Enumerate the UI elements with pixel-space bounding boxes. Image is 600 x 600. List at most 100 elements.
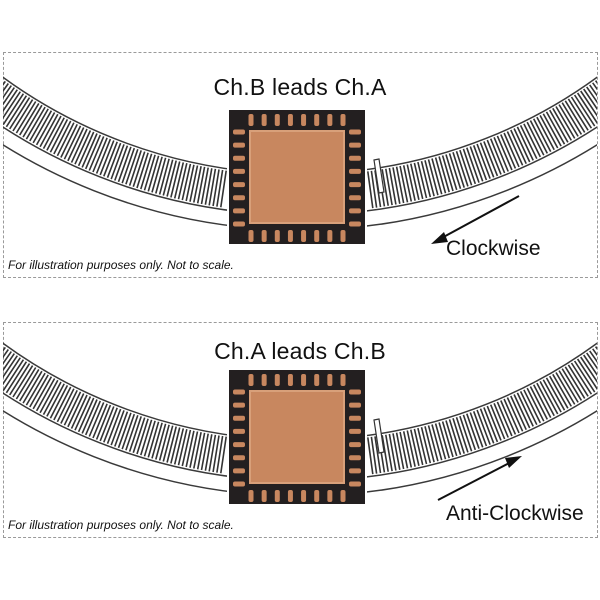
scale-stripe bbox=[506, 397, 524, 432]
scale-stripe bbox=[166, 160, 177, 197]
scale-stripe bbox=[586, 352, 597, 370]
scale-stripe bbox=[220, 436, 227, 474]
chip-pad bbox=[274, 114, 280, 126]
scale-stripe bbox=[561, 102, 583, 135]
scale-stripe bbox=[434, 423, 447, 460]
scale-stripe bbox=[592, 348, 597, 357]
scale-stripe bbox=[60, 123, 78, 158]
direction-arrow bbox=[437, 456, 522, 501]
scale-stripe bbox=[516, 126, 534, 161]
scale-stripes bbox=[3, 345, 597, 475]
chip-pad bbox=[314, 230, 320, 242]
scale-stripe bbox=[151, 156, 163, 193]
scale-stripe bbox=[196, 432, 206, 470]
panel-anticlockwise: Ch.A leads Ch.B Anti-Clockwise For illus… bbox=[0, 300, 600, 600]
panel-frame bbox=[3, 52, 598, 278]
scale-stripe bbox=[3, 85, 12, 99]
scale-stripe bbox=[147, 421, 160, 458]
scale-stripe bbox=[455, 416, 469, 453]
scale-stripe bbox=[483, 407, 499, 443]
scale-stripe bbox=[63, 391, 82, 426]
chip-pad bbox=[349, 195, 361, 201]
scale-stripe bbox=[570, 96, 593, 129]
scale-stripe bbox=[500, 400, 517, 435]
scale-stripe bbox=[417, 161, 428, 199]
scale-stripe bbox=[200, 167, 209, 205]
scale-stripe bbox=[67, 127, 85, 162]
scale-stripe bbox=[532, 118, 552, 152]
scale-stripe bbox=[15, 367, 37, 400]
chip-pad bbox=[287, 374, 293, 386]
scale-stripe bbox=[121, 413, 136, 450]
scale-stripe bbox=[549, 375, 569, 409]
scale-stripe bbox=[542, 379, 562, 413]
scale-stripe bbox=[193, 432, 202, 469]
scale-stripe bbox=[155, 157, 167, 194]
scale-stripe bbox=[399, 431, 409, 469]
chip-pad bbox=[274, 374, 280, 386]
scale-stripe bbox=[445, 154, 458, 191]
scale-stripe bbox=[536, 382, 555, 417]
scale-stripe bbox=[189, 165, 199, 202]
chip-pad bbox=[233, 221, 245, 227]
scale-stripe bbox=[220, 170, 227, 208]
scale-stripe bbox=[519, 125, 538, 160]
scale-stripe bbox=[413, 428, 424, 466]
scale-stripe bbox=[417, 427, 428, 465]
scale-stripe bbox=[103, 407, 118, 443]
chip-pad bbox=[349, 182, 361, 188]
scale-stripe bbox=[424, 160, 435, 197]
chip-pad bbox=[233, 142, 245, 148]
scale-stripe bbox=[561, 368, 583, 401]
scale-stripe bbox=[84, 400, 102, 436]
chip-pad bbox=[349, 468, 361, 474]
chip-pad bbox=[327, 114, 333, 126]
chip-pad bbox=[349, 129, 361, 135]
chip-pad bbox=[301, 374, 307, 386]
chip-pad bbox=[261, 114, 267, 126]
scale-stripe bbox=[526, 121, 545, 156]
scale-stripe bbox=[555, 106, 576, 139]
scale-stripe bbox=[424, 426, 435, 463]
scale-stripe bbox=[523, 389, 542, 424]
scale-stripe bbox=[53, 386, 72, 421]
scale-stripe bbox=[29, 374, 49, 408]
scale-stripe bbox=[99, 406, 115, 442]
panel-title: Ch.A leads Ch.B bbox=[214, 338, 386, 364]
chip-pad bbox=[349, 389, 361, 395]
chip-pad bbox=[287, 230, 293, 242]
scale-stripe bbox=[177, 429, 188, 466]
scale-stripe bbox=[388, 167, 397, 205]
scale-stripe bbox=[132, 151, 146, 188]
scale-stripe bbox=[388, 433, 397, 471]
chip-pad bbox=[314, 490, 320, 502]
scale-stripe bbox=[503, 132, 520, 168]
scale-stripe bbox=[496, 135, 513, 171]
scale-stripe bbox=[32, 110, 53, 144]
chip-pad bbox=[349, 455, 361, 461]
scale-stripe bbox=[99, 140, 115, 176]
scale-stripe bbox=[493, 136, 509, 172]
scale-stripe bbox=[545, 111, 566, 145]
panel-title: Ch.B leads Ch.A bbox=[213, 74, 387, 100]
chip-pad bbox=[233, 389, 245, 395]
chip-pad bbox=[233, 208, 245, 214]
scale-stripe bbox=[529, 386, 549, 420]
scale-stripe bbox=[74, 396, 92, 431]
scale-stripe bbox=[193, 166, 202, 203]
scale-stripe bbox=[420, 427, 432, 464]
scale-stripe bbox=[3, 355, 18, 379]
scale-stripe bbox=[558, 370, 579, 403]
scale-stripe bbox=[589, 84, 597, 97]
scale-stripe bbox=[452, 152, 465, 188]
scale-stripe bbox=[580, 90, 597, 117]
scale-stripe bbox=[513, 394, 531, 429]
chip-pad bbox=[301, 114, 307, 126]
scale-stripe bbox=[410, 163, 420, 200]
scale-stripe bbox=[88, 402, 105, 437]
scale-stripe bbox=[555, 372, 576, 405]
exposed-pad bbox=[249, 130, 345, 224]
chip-pads bbox=[233, 114, 361, 242]
chip-pad bbox=[349, 221, 361, 227]
scale-stripe bbox=[25, 372, 46, 406]
